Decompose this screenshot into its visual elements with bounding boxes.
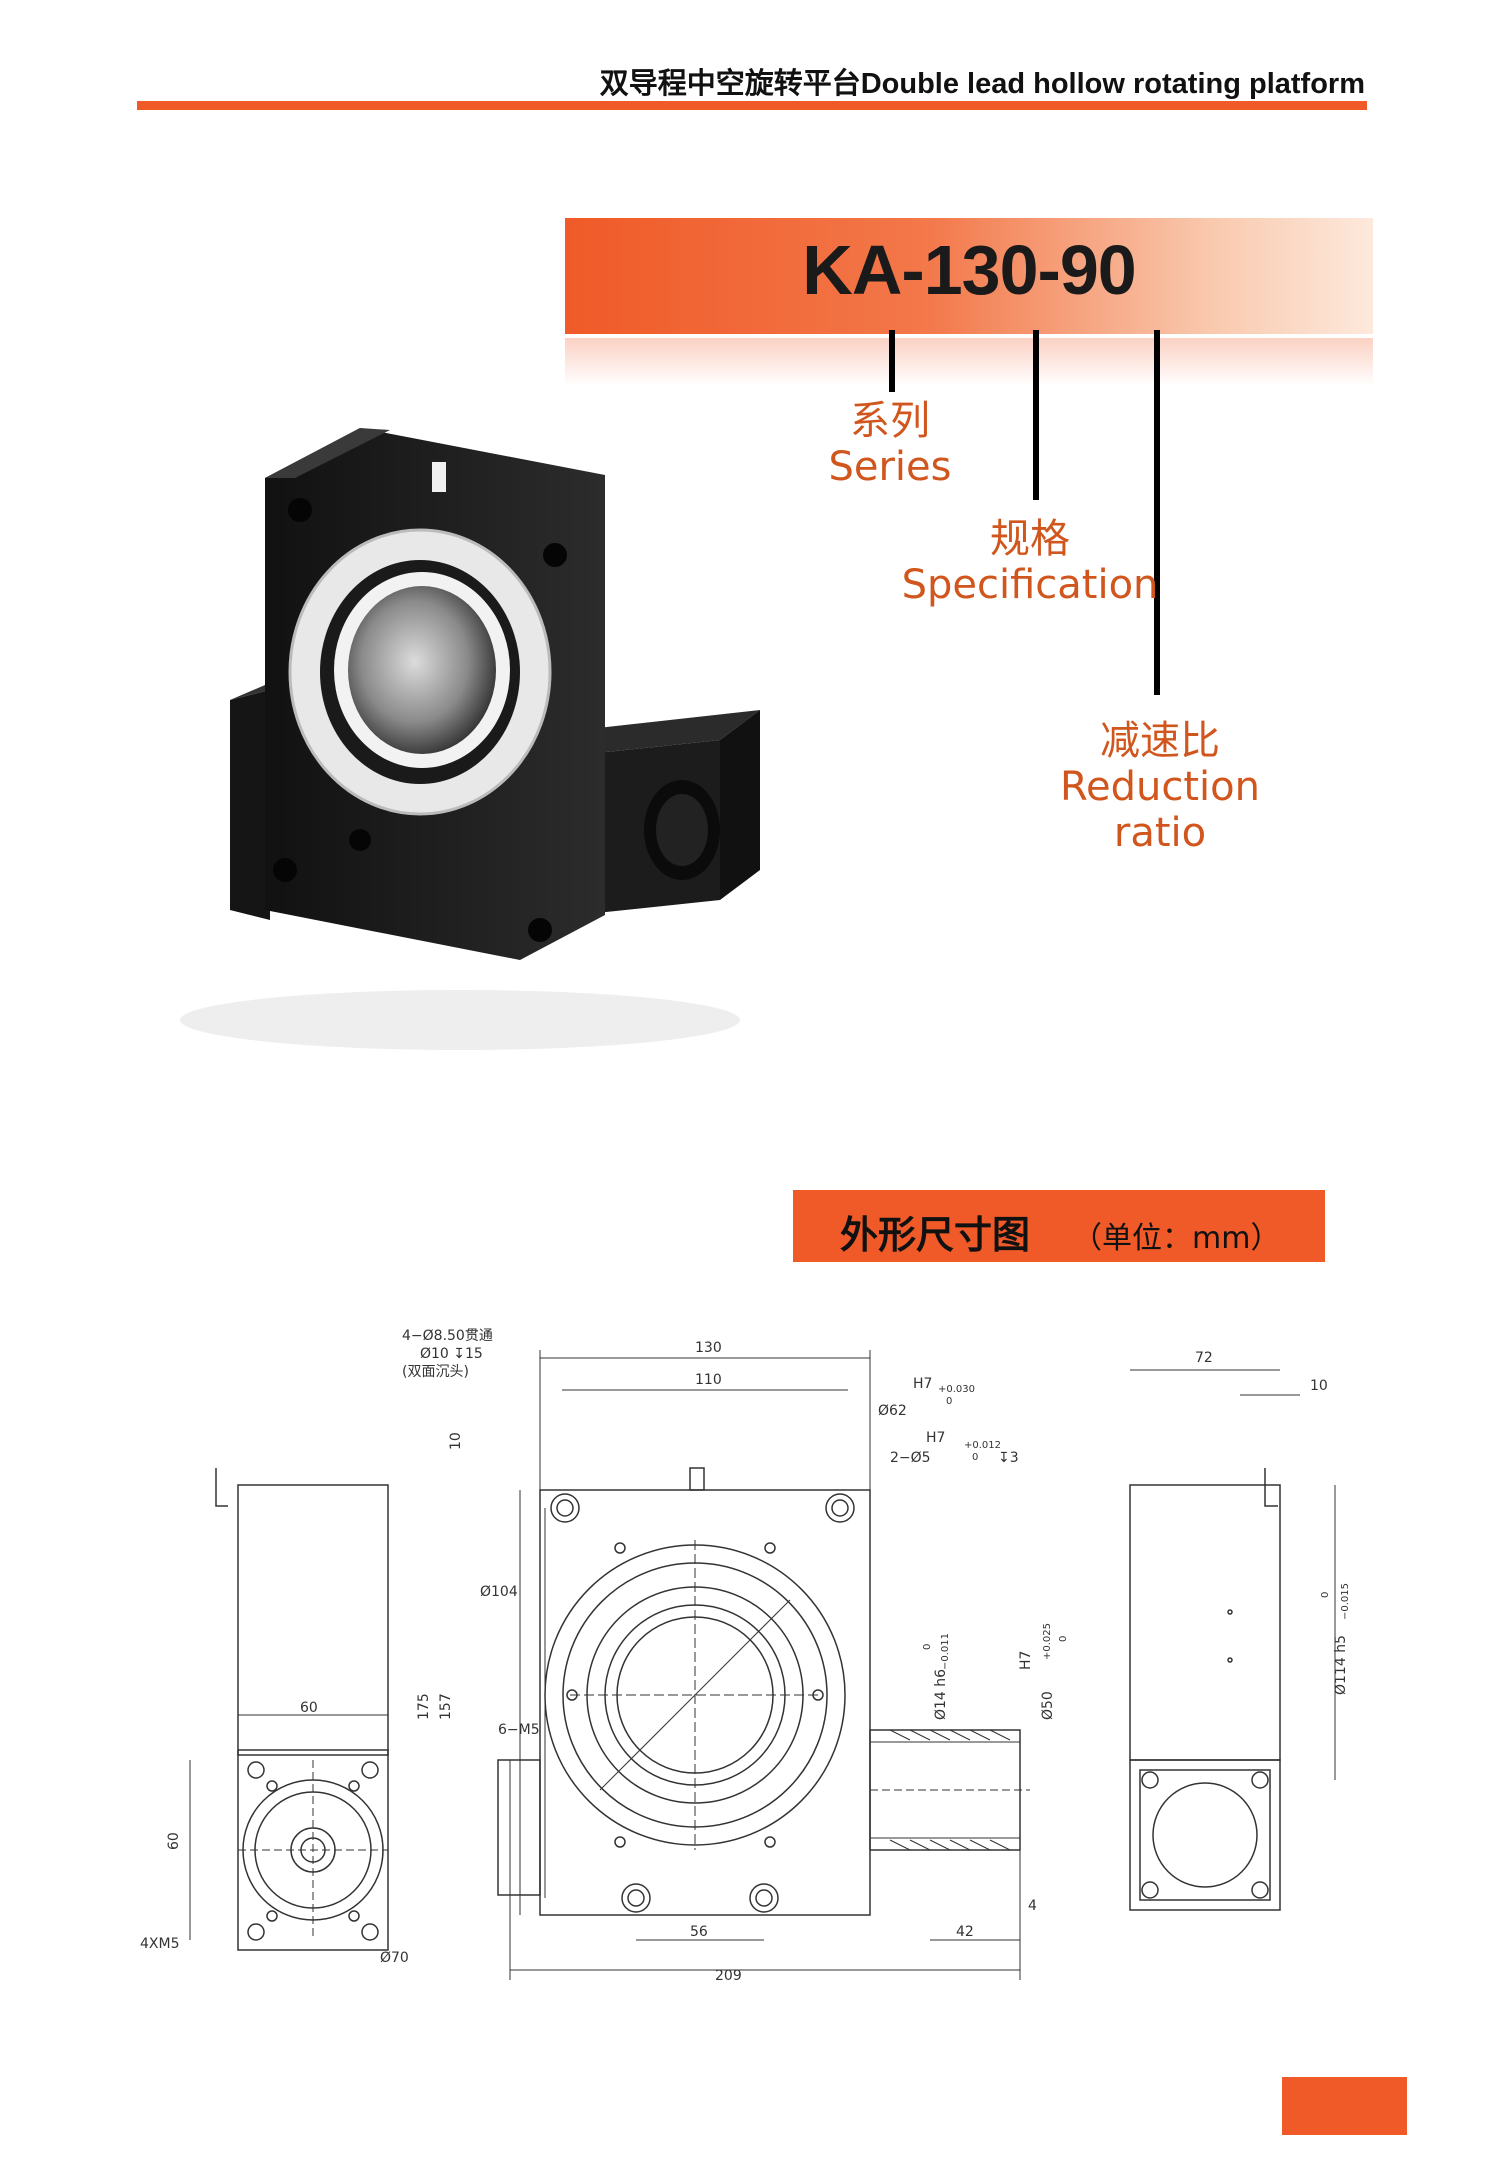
spec-callout-line	[1033, 330, 1039, 500]
dim-d50: Ø50	[1040, 1691, 1056, 1720]
tol-62-up: +0.030	[938, 1384, 975, 1395]
tol-62-low: 0	[946, 1396, 952, 1407]
dim-175: 175	[416, 1693, 432, 1720]
dim-10-right: 10	[1310, 1378, 1328, 1394]
tol-h7-5: H7	[926, 1430, 945, 1446]
ratio-callout-line	[1154, 330, 1160, 695]
page-header-title: 双导程中空旋转平台Double lead hollow rotating pla…	[599, 68, 1365, 100]
spec-label-en: Specification	[901, 562, 1159, 608]
dim-4: 4	[1028, 1898, 1037, 1914]
dim-4xm5: 4XM5	[140, 1936, 179, 1952]
page-corner-tab	[1282, 2077, 1407, 2135]
dim-110: 110	[695, 1372, 722, 1388]
right-view	[1129, 1369, 1336, 1911]
tol-114-low: −0.015	[1340, 1583, 1351, 1620]
note-2-d5: 2−Ø5	[890, 1450, 931, 1466]
series-label-en: Series	[828, 444, 952, 490]
dim-d62: Ø62	[878, 1403, 907, 1419]
hole-note-1: 4−Ø8.50贯通	[402, 1328, 493, 1344]
dim-10: 10	[448, 1432, 464, 1450]
hole-note-2: Ø10 ↧15	[420, 1346, 483, 1362]
ratio-label: 减速比 Reduction ratio	[1030, 718, 1290, 856]
tol-50-low: 0	[1058, 1636, 1069, 1642]
dim-130: 130	[695, 1340, 722, 1356]
dim-60-top: 60	[300, 1700, 318, 1716]
dim-209: 209	[715, 1968, 742, 1984]
front-view	[497, 1350, 1030, 1980]
tol-14-up: 0	[922, 1644, 933, 1650]
ratio-label-cn: 减速比	[1100, 718, 1220, 764]
tol-h7-50: H7	[1018, 1651, 1034, 1670]
spec-label: 规格 Specification	[880, 516, 1180, 608]
tol-5-up: +0.012	[964, 1440, 1001, 1451]
series-callout-line	[889, 330, 895, 392]
dim-72: 72	[1195, 1350, 1213, 1366]
dim-56: 56	[690, 1924, 708, 1940]
tol-114-up: 0	[1320, 1592, 1331, 1598]
tol-5-low: 0	[972, 1452, 978, 1463]
dim-60-side: 60	[166, 1832, 182, 1850]
spec-label-cn: 规格	[990, 516, 1070, 562]
tol-h7-62: H7	[913, 1376, 932, 1392]
section-title: 外形尺寸图	[840, 1213, 1031, 1257]
dimension-drawing: 60 60 4XM5 Ø70	[140, 1328, 1351, 1984]
ratio-label-en-2: ratio	[1113, 810, 1207, 856]
header-divider	[137, 101, 1367, 110]
model-code: KA-130-90	[802, 231, 1136, 309]
tol-14-low: −0.011	[940, 1633, 951, 1670]
series-label: 系列 Series	[790, 398, 990, 490]
dim-d114: Ø114 h5	[1333, 1635, 1349, 1695]
model-banner	[565, 218, 1373, 334]
dim-6m5: 6−M5	[498, 1722, 540, 1738]
left-view	[189, 1468, 389, 1951]
product-image	[180, 428, 760, 1050]
series-label-cn: 系列	[850, 398, 930, 444]
hole-note-3: (双面沉头)	[402, 1364, 469, 1380]
model-banner-reflection	[565, 338, 1373, 386]
dim-d70: Ø70	[380, 1950, 409, 1966]
section-banner	[793, 1190, 1325, 1262]
dim-d14: Ø14 h6	[933, 1669, 949, 1720]
dim-d104: Ø104	[480, 1584, 518, 1600]
dim-157: 157	[438, 1693, 454, 1720]
dim-42: 42	[956, 1924, 974, 1940]
tol-50-up: +0.025	[1042, 1623, 1053, 1660]
note-depth3: ↧3	[998, 1450, 1019, 1466]
ratio-label-en-1: Reduction	[1060, 764, 1260, 810]
section-unit: （单位：mm）	[1072, 1221, 1281, 1256]
